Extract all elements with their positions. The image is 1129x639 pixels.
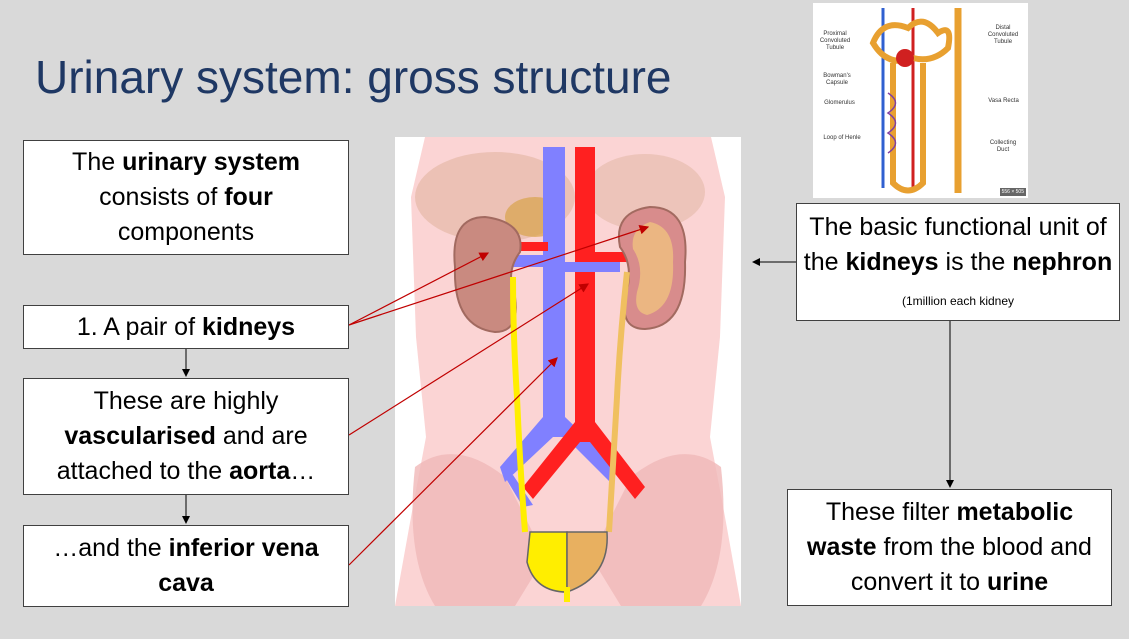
label-pct: Proximal Convoluted Tubule bbox=[819, 31, 851, 51]
kidneys-box: 1. A pair of kidneys bbox=[23, 305, 349, 349]
vascularised-box: These are highly vascularised and are at… bbox=[23, 378, 349, 495]
renal-vein-right bbox=[565, 262, 620, 272]
box1-bold-four: four bbox=[224, 183, 273, 211]
label-loop-henle: Loop of Henle bbox=[823, 135, 861, 141]
label-collecting-duct: Collecting Duct bbox=[989, 140, 1017, 153]
label-bowman: Bowman's Capsule bbox=[823, 73, 851, 86]
inferior-vena-cava bbox=[543, 147, 565, 427]
box1-text-2: consists of bbox=[99, 183, 225, 211]
box5-text-1: The basic functional unit of the bbox=[803, 212, 1107, 276]
iliac-arteries bbox=[523, 422, 645, 499]
label-glomerulus: Glomerulus bbox=[824, 100, 855, 106]
capillary-mesh bbox=[886, 92, 897, 154]
box6-bold-metabolic-waste: metabolic waste bbox=[807, 498, 1074, 561]
nephron-svg bbox=[869, 8, 962, 194]
vena-cava-box: …and the inferior vena cava bbox=[23, 525, 349, 607]
filter-waste-box: These filter metabolic waste from the bl… bbox=[787, 489, 1112, 606]
label-vasa-recta: Vasa Recta bbox=[988, 98, 1019, 104]
box6-text-2: from the blood and convert it to bbox=[850, 533, 1092, 596]
box5-text-2: is the bbox=[938, 247, 1013, 276]
label-dct: Distal Convoluted Tubule bbox=[987, 25, 1019, 45]
iliac-veins bbox=[500, 417, 617, 482]
pelvis-left bbox=[412, 454, 545, 606]
box2-bold-kidneys: kidneys bbox=[201, 312, 296, 341]
renal-artery-right bbox=[590, 252, 630, 262]
image-size-badge: 556 × 505 bbox=[999, 188, 1026, 196]
slide-title: Urinary system: gross structure bbox=[35, 51, 672, 103]
box6-text-1: These filter bbox=[825, 498, 957, 526]
box4-text-1: …and the bbox=[53, 534, 169, 562]
ureter-right bbox=[606, 271, 630, 533]
kidney-left bbox=[453, 215, 522, 334]
kidney-right-section bbox=[632, 222, 674, 315]
box3-text-2: and are attached to the bbox=[56, 422, 308, 485]
pelvis-right bbox=[591, 454, 724, 606]
box5-small-note: (1million each kidney bbox=[901, 293, 1015, 308]
loop-of-henle bbox=[890, 63, 926, 194]
box6-bold-urine: urine bbox=[987, 568, 1049, 596]
box3-bold-aorta: aorta bbox=[229, 457, 291, 485]
renal-artery-left bbox=[513, 242, 548, 251]
vein-leg-left bbox=[505, 475, 533, 507]
box3-text-1: These are highly bbox=[93, 387, 279, 415]
arrow-to-vena-cava bbox=[348, 357, 558, 566]
arrow-to-right-kidney bbox=[348, 225, 650, 326]
urethra bbox=[564, 587, 570, 602]
box2-text-1: 1. A pair of bbox=[76, 312, 202, 341]
box3-bold-vascularised: vascularised bbox=[64, 422, 216, 450]
four-components-box: The urinary system consists of four comp… bbox=[23, 140, 349, 255]
arrow-to-aorta bbox=[348, 283, 590, 436]
box1-bold-urinary-system: urinary system bbox=[122, 148, 300, 176]
box5-bold-nephron: nephron bbox=[1012, 247, 1113, 276]
stomach-shape bbox=[585, 154, 705, 230]
box5-bold-kidneys: kidneys bbox=[845, 247, 939, 276]
nephron-diagram: Proximal Convoluted Tubule Distal Convol… bbox=[813, 3, 1028, 198]
glomerulus-shape bbox=[896, 49, 914, 67]
arrow-to-left-kidney bbox=[348, 252, 490, 326]
nephron-box: The basic functional unit of the kidneys… bbox=[796, 203, 1120, 321]
box1-text-3: components bbox=[117, 218, 255, 246]
box4-bold-inferior-vena-cava: inferior vena cava bbox=[158, 534, 319, 597]
box3-text-3: … bbox=[290, 457, 316, 485]
box1-text-1: The bbox=[72, 148, 123, 176]
